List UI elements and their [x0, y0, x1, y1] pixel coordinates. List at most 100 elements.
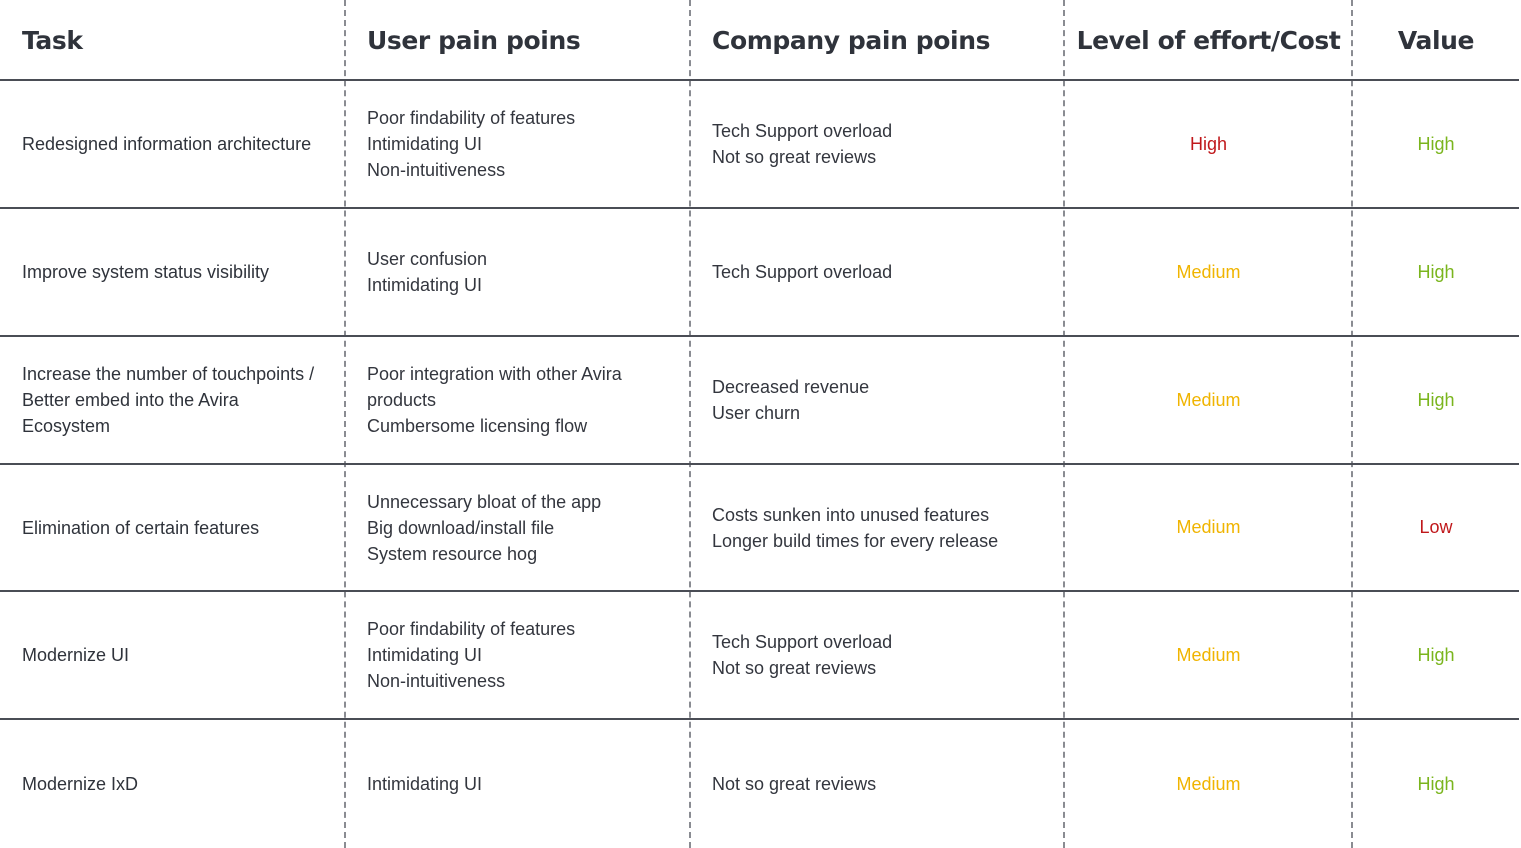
task-text-cell: Redesigned information architecture — [22, 81, 342, 207]
task-text-cell: Increase the number of touchpoints /Bett… — [22, 337, 342, 463]
row-divider — [0, 207, 1519, 209]
task-text-cell: Elimination of certain features — [22, 465, 342, 590]
task-text-line: Modernize IxD — [22, 774, 139, 794]
value-level: High — [1417, 133, 1455, 154]
user-pain-points-line: System resource hog — [367, 543, 538, 564]
value-cell: High — [1353, 337, 1519, 463]
user-pain-points-cell: Poor integration with other Avira product… — [367, 337, 687, 463]
row-divider — [0, 590, 1519, 592]
task-text-cell: Modernize UI — [22, 592, 342, 718]
task-text-line: Ecosystem — [22, 416, 111, 436]
company-pain-points: Tech Support overload — [712, 259, 892, 285]
header-effort-cost: Level of effort/Cost — [1076, 25, 1341, 55]
user-pain-points-line: Intimidating UI — [367, 774, 483, 794]
company-pain-points-line: Not so great reviews — [712, 147, 877, 167]
company-pain-points-line: Tech Support overload — [712, 262, 893, 282]
row-divider — [0, 463, 1519, 465]
user-pain-points-line: Poor integration with other Avira — [367, 364, 622, 384]
company-pain-points: Not so great reviews — [712, 771, 876, 797]
effort-cell: Medium — [1065, 337, 1352, 463]
value-level: Low — [1419, 517, 1453, 537]
column-divider — [1063, 0, 1065, 848]
user-pain-points-line: Cumbersome licensing flow — [367, 416, 588, 436]
company-pain-points-line: Not so great reviews — [712, 658, 877, 678]
header-row: Task User pain poins Company pain poins … — [0, 0, 1519, 80]
header-company-cell: Company pain poins — [712, 0, 1062, 80]
value-level: High — [1417, 261, 1455, 282]
task-text-cell: Improve system status visibility — [22, 209, 342, 335]
column-divider — [689, 0, 691, 848]
user-pain-points-line: Poor findability of features — [367, 619, 576, 639]
header-effort-cell: Level of effort/Cost — [1065, 0, 1352, 80]
task-text-line: Improve system status visibility — [22, 262, 270, 282]
company-pain-points-line: Longer build times for every release — [712, 530, 999, 551]
value-cell: Low — [1353, 465, 1519, 590]
task-text-line: Redesigned information architecture — [22, 134, 312, 154]
task-text-line: Modernize UI — [22, 645, 130, 665]
company-pain-points-line: Tech Support overload — [712, 121, 893, 141]
table-row: Modernize IxD Intimidating UI Not so great… — [0, 720, 1519, 848]
column-divider — [344, 0, 346, 848]
table-row: Elimination of certain features Unnecessa… — [0, 465, 1519, 590]
header-value: Value — [1397, 25, 1475, 55]
effort-level: Medium — [1176, 261, 1241, 282]
user-pain-points-line: products — [367, 390, 437, 410]
row-divider — [0, 335, 1519, 337]
user-pain-points-line: Non-intuitiveness — [367, 160, 506, 180]
company-pain-points-line: Not so great reviews — [712, 774, 877, 794]
user-pain-points-cell: Intimidating UI — [367, 720, 687, 848]
header-user-pain-points: User pain poins — [367, 25, 581, 55]
value-level: High — [1417, 644, 1455, 665]
company-pain-points-cell: Tech Support overload — [712, 209, 1062, 335]
task-text-line: Elimination of certain features — [22, 517, 260, 538]
effort-level: Medium — [1176, 517, 1241, 537]
user-pain-points-line: Intimidating UI — [367, 134, 483, 154]
value-cell: High — [1353, 720, 1519, 848]
effort-cell: Medium — [1065, 720, 1352, 848]
header-task: Task — [22, 25, 83, 55]
value-cell: High — [1353, 592, 1519, 718]
user-pain-points-line: Intimidating UI — [367, 275, 483, 295]
effort-level: Medium — [1176, 773, 1241, 794]
user-pain-points: Poor integration with other Avira product… — [367, 361, 622, 439]
table-row: Improve system status visibility User con… — [0, 209, 1519, 335]
effort-level: Medium — [1176, 644, 1241, 665]
table-row: Redesigned information architecture Poor … — [0, 81, 1519, 207]
effort-cell: Medium — [1065, 465, 1352, 590]
task-text-line: Better embed into the Avira — [22, 390, 239, 410]
task-text: Modernize UI — [22, 642, 129, 668]
value-level: High — [1417, 389, 1455, 410]
effort-level: Medium — [1176, 389, 1241, 410]
value-cell: High — [1353, 209, 1519, 335]
header-company-pain-points: Company pain poins — [712, 25, 991, 55]
company-pain-points-line: Tech Support overload — [712, 632, 893, 652]
table-row: Increase the number of touchpoints /Bett… — [0, 337, 1519, 463]
user-pain-points-line: Unnecessary bloat of the app — [367, 491, 602, 512]
company-pain-points-line: User churn — [712, 403, 801, 423]
task-text: Elimination of certain features — [22, 515, 259, 541]
header-task-cell: Task — [22, 0, 342, 80]
user-pain-points-line: Poor findability of features — [367, 108, 576, 128]
row-divider — [0, 718, 1519, 720]
user-pain-points-line: Intimidating UI — [367, 645, 483, 665]
value-level: High — [1417, 773, 1455, 794]
task-text: Increase the number of touchpoints /Bett… — [22, 361, 314, 439]
row-divider — [0, 79, 1519, 81]
effort-level: High — [1189, 133, 1228, 154]
value-cell: High — [1353, 81, 1519, 207]
task-text: Redesigned information architecture — [22, 131, 311, 157]
company-pain-points-line: Costs sunken into unused features — [712, 504, 990, 525]
